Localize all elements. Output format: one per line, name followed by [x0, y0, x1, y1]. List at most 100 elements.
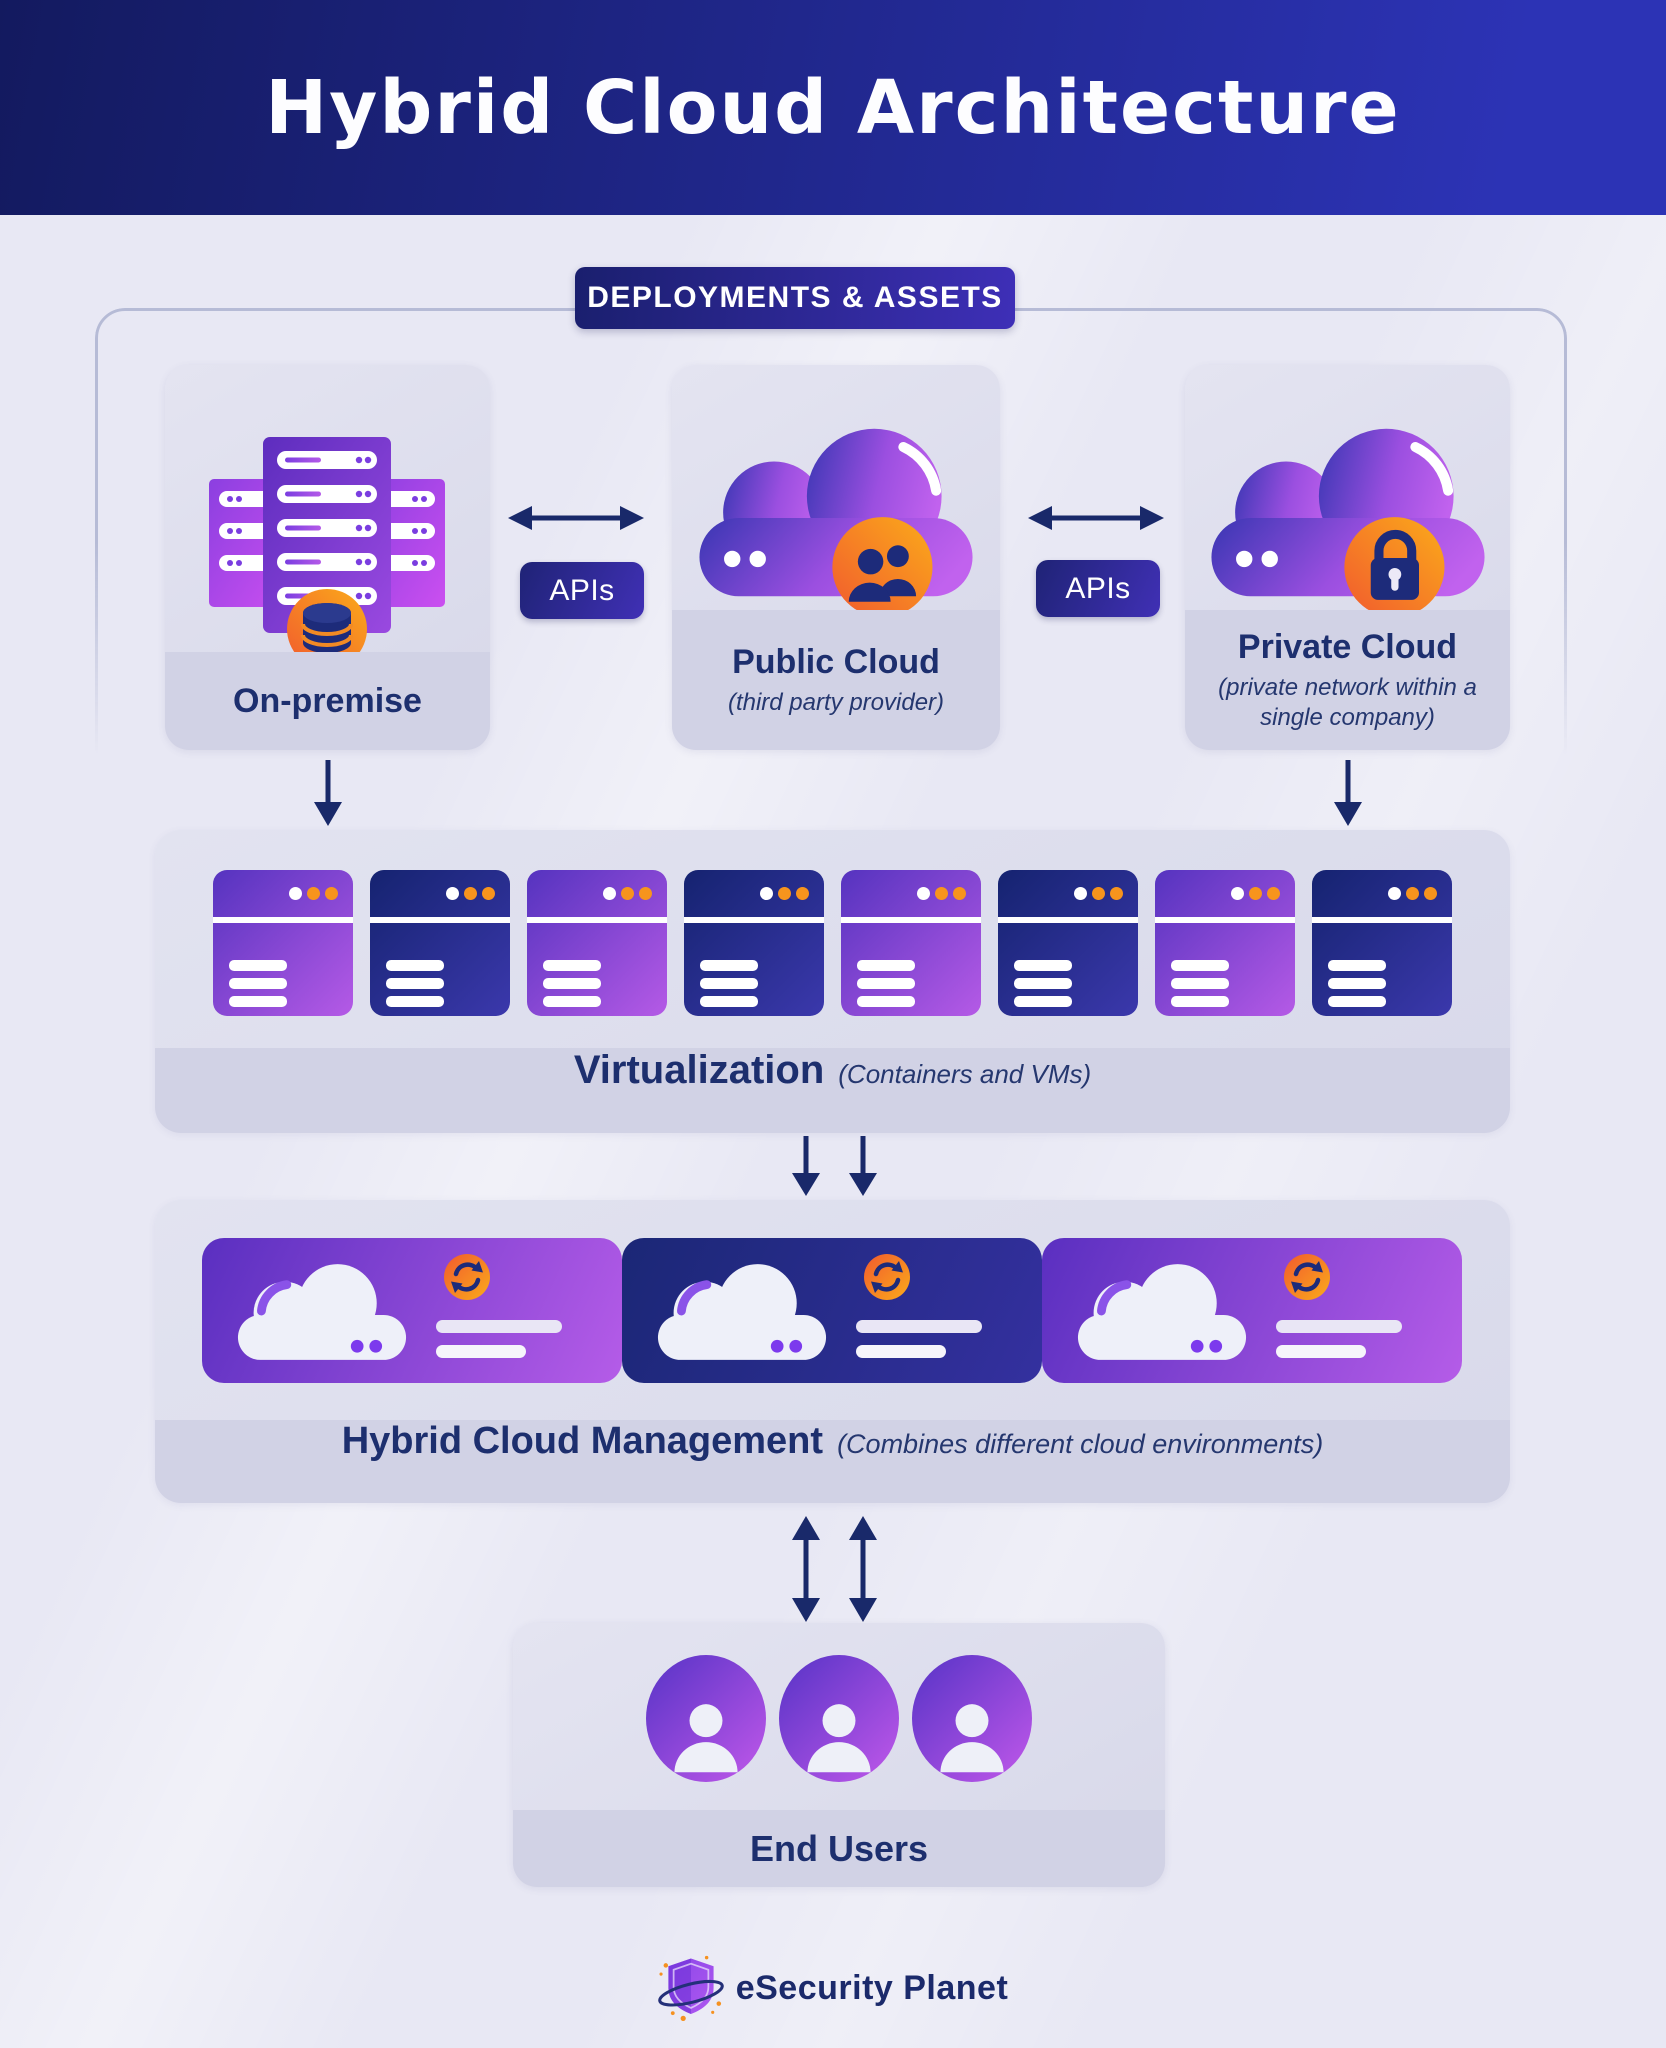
container-dots [917, 887, 966, 900]
container-dots [1231, 887, 1280, 900]
public-cloud-label: Public Cloud [732, 642, 940, 681]
down-arrow-private-cloud [1334, 760, 1362, 826]
private-cloud-sublabel: (private network within a single company… [1218, 673, 1477, 731]
panel-text-line [856, 1320, 982, 1333]
container-vm-icon [841, 870, 981, 1016]
on-premise-label: On-premise [233, 681, 422, 720]
public-cloud-label-band: Public Cloud (third party provider) [672, 610, 1000, 750]
bidirectional-arrow-right [1028, 506, 1164, 530]
hcm-label-band: Hybrid Cloud Management (Combines differ… [155, 1420, 1510, 1503]
panel-text-line [1276, 1320, 1402, 1333]
private-cloud-card: Private Cloud (private network within a … [1185, 365, 1510, 750]
container-dots [446, 887, 495, 900]
private-cloud-label: Private Cloud [1237, 627, 1458, 666]
private-cloud-label-band: Private Cloud (private network within a … [1185, 610, 1510, 750]
panel-text-line [856, 1345, 946, 1358]
container-row [213, 870, 1452, 1016]
public-cloud-sublabel: (third party provider) [727, 688, 945, 716]
public-cloud-card: Public Cloud (third party provider) [672, 365, 1000, 750]
brand-name: eSecurity Planet [735, 1968, 1009, 2007]
virtualization-title: Virtualization [573, 1048, 825, 1092]
apis-label-right: APIs [1065, 571, 1131, 605]
panel-text-line [1276, 1345, 1366, 1358]
bidirectional-arrow-left [508, 506, 644, 530]
footer: eSecurity Planet [0, 1948, 1666, 2028]
user-icon [912, 1655, 1032, 1782]
updown-arrow-1 [792, 1516, 820, 1622]
hcm-section: Hybrid Cloud Management (Combines differ… [155, 1200, 1510, 1503]
hcm-panel-row [202, 1238, 1462, 1383]
shield-logo-icon [657, 1955, 724, 2021]
cloud-icon [1077, 1264, 1247, 1360]
cloud-sync-panel [202, 1238, 622, 1383]
apis-label-left: APIs [549, 573, 615, 607]
header: Hybrid Cloud Architecture [0, 0, 1666, 215]
sync-icon [1284, 1254, 1330, 1300]
container-divider [527, 917, 667, 923]
down-arrow-on-premise [314, 760, 342, 826]
deployments-assets-badge: DEPLOYMENTS & ASSETS [575, 267, 1015, 329]
sync-icon [864, 1254, 910, 1300]
end-users-card: End Users [513, 1623, 1165, 1887]
apis-badge-left: APIs [520, 562, 644, 619]
container-divider [370, 917, 510, 923]
end-users-label-band: End Users [513, 1810, 1165, 1887]
sync-icon [444, 1254, 490, 1300]
public-cloud-icon [699, 428, 973, 618]
container-vm-icon [684, 870, 824, 1016]
container-vm-icon [527, 870, 667, 1016]
user-icon [779, 1655, 899, 1782]
container-text-lines [1328, 960, 1386, 1007]
end-users-label: End Users [749, 1827, 929, 1869]
cloud-icon [237, 1264, 407, 1360]
container-vm-icon [1155, 870, 1295, 1016]
container-vm-icon [998, 870, 1138, 1016]
cloud-sync-panel [622, 1238, 1042, 1383]
cloud-icon [657, 1264, 827, 1360]
container-dots [603, 887, 652, 900]
lock-icon [1370, 529, 1419, 600]
panel-text-line [436, 1320, 562, 1333]
container-divider [998, 917, 1138, 923]
page-title: Hybrid Cloud Architecture [265, 64, 1401, 151]
container-vm-icon [370, 870, 510, 1016]
down-arrow-virt-1 [792, 1136, 820, 1196]
apis-badge-right: APIs [1036, 560, 1160, 617]
on-premise-card: On-premise [165, 365, 490, 750]
on-premise-label-band: On-premise [165, 652, 490, 750]
container-dots [1074, 887, 1123, 900]
container-dots [289, 887, 338, 900]
container-divider [841, 917, 981, 923]
cloud-sync-panel [1042, 1238, 1462, 1383]
users-icon [848, 545, 917, 602]
virtualization-section: Virtualization (Containers and VMs) [155, 830, 1510, 1133]
end-users-row [513, 1655, 1165, 1782]
container-divider [213, 917, 353, 923]
container-divider [1312, 917, 1452, 923]
container-text-lines [1171, 960, 1229, 1007]
container-vm-icon [1312, 870, 1452, 1016]
private-cloud-icon [1211, 428, 1485, 618]
container-divider [684, 917, 824, 923]
down-arrow-virt-2 [849, 1136, 877, 1196]
panel-text-line [436, 1345, 526, 1358]
server-stack-icon [209, 437, 445, 669]
virtualization-label-band: Virtualization (Containers and VMs) [155, 1048, 1510, 1133]
virtualization-subtitle: (Containers and VMs) [838, 1059, 1092, 1089]
deployments-assets-label: DEPLOYMENTS & ASSETS [587, 281, 1003, 314]
container-text-lines [229, 960, 287, 1007]
container-text-lines [700, 960, 758, 1007]
user-icon [646, 1655, 766, 1782]
container-text-lines [386, 960, 444, 1007]
container-text-lines [1014, 960, 1072, 1007]
hcm-title: Hybrid Cloud Management [341, 1420, 824, 1462]
container-vm-icon [213, 870, 353, 1016]
container-divider [1155, 917, 1295, 923]
container-dots [760, 887, 809, 900]
updown-arrow-2 [849, 1516, 877, 1622]
users-badge [832, 517, 933, 618]
container-text-lines [857, 960, 915, 1007]
container-text-lines [543, 960, 601, 1007]
container-dots [1388, 887, 1437, 900]
hcm-subtitle: (Combines different cloud environments) [837, 1429, 1324, 1459]
